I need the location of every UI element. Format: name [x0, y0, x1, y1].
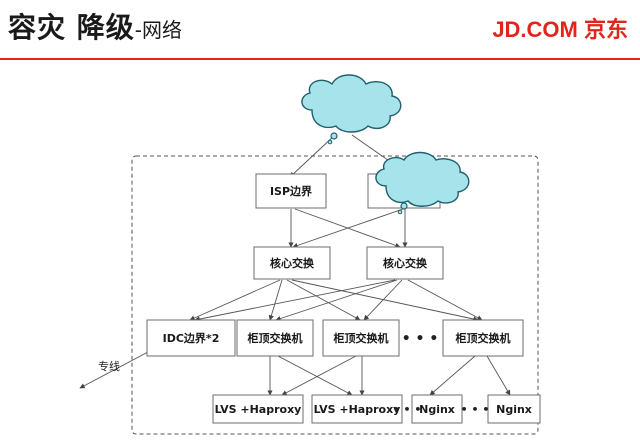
tor-switch-1: 柜顶交换机	[236, 319, 314, 357]
edge-coreR-tor2	[363, 279, 403, 321]
isp-cloud-icon	[375, 151, 470, 215]
nginx-2: Nginx	[487, 394, 541, 424]
edge-tor2-lvs1	[281, 355, 357, 396]
lvs-haproxy-1-label: LVS +Haproxy	[215, 403, 302, 416]
edge-isp2-core-left	[292, 208, 404, 249]
ellipsis-lb: • • •	[393, 403, 422, 416]
lvs-haproxy-2: LVS +Haproxy	[311, 394, 403, 424]
ellipsis-tor: • • •	[402, 331, 439, 347]
edge-cloud-isp	[289, 134, 336, 178]
dedicated-line-label-group: 专线	[98, 359, 120, 373]
ellipsis-nginx: • • •	[461, 403, 490, 416]
nginx-1-label: Nginx	[419, 403, 455, 416]
jd-logo: JD.COM 京东	[492, 17, 628, 42]
title-divider	[0, 58, 640, 60]
lvs-haproxy-1: LVS +Haproxy	[212, 394, 304, 424]
edge-idc-dedicated-line	[79, 351, 149, 389]
nginx-1: Nginx	[411, 394, 463, 424]
tor-switch-1-label: 柜顶交换机	[247, 331, 303, 345]
edge-coreR-idc	[194, 279, 396, 322]
edge-tor1-lvs2	[277, 355, 353, 396]
tor-switch-2: 柜顶交换机	[322, 319, 400, 357]
dedicated-line-label: 专线	[98, 359, 120, 373]
tor-switch-3-label: 柜顶交换机	[455, 331, 511, 345]
core-switch-left-label: 核心交换	[270, 256, 315, 270]
isp-border-label: ISP边界	[270, 184, 312, 198]
edge-coreR-tor3	[407, 279, 483, 321]
datacenter-boundary	[131, 155, 539, 435]
ellipsis-group: • • • • • • • • •	[393, 331, 490, 416]
edge-coreL-tor3	[291, 279, 479, 322]
title-main: 容灾 降级	[8, 11, 135, 44]
edge-tor3-nginx1	[429, 355, 476, 396]
title-sub: -网络	[134, 18, 182, 42]
internet-cloud-icon	[301, 74, 402, 145]
tor-switch-3: 柜顶交换机	[442, 319, 524, 357]
slide-title: 容灾 降级 -网络	[8, 6, 182, 46]
edge-coreR-tor1	[275, 279, 398, 322]
edge-coreL-tor2	[286, 279, 361, 321]
core-switch-right: 核心交换	[366, 246, 444, 280]
idc-border-label: IDC边界*2	[163, 331, 220, 345]
core-switch-left: 核心交换	[253, 246, 331, 280]
isp-border-box: ISP边界	[255, 173, 327, 209]
edge-coreL-tor1	[268, 279, 283, 321]
nginx-2-label: Nginx	[496, 403, 532, 416]
lvs-haproxy-2-label: LVS +Haproxy	[314, 403, 401, 416]
tor-switch-2-label: 柜顶交换机	[333, 331, 389, 345]
idc-border-box: IDC边界*2	[146, 319, 236, 357]
edge-tor3-nginx2	[486, 355, 511, 396]
edge-coreL-idc	[189, 279, 281, 321]
core-switch-right-label: 核心交换	[383, 256, 428, 270]
